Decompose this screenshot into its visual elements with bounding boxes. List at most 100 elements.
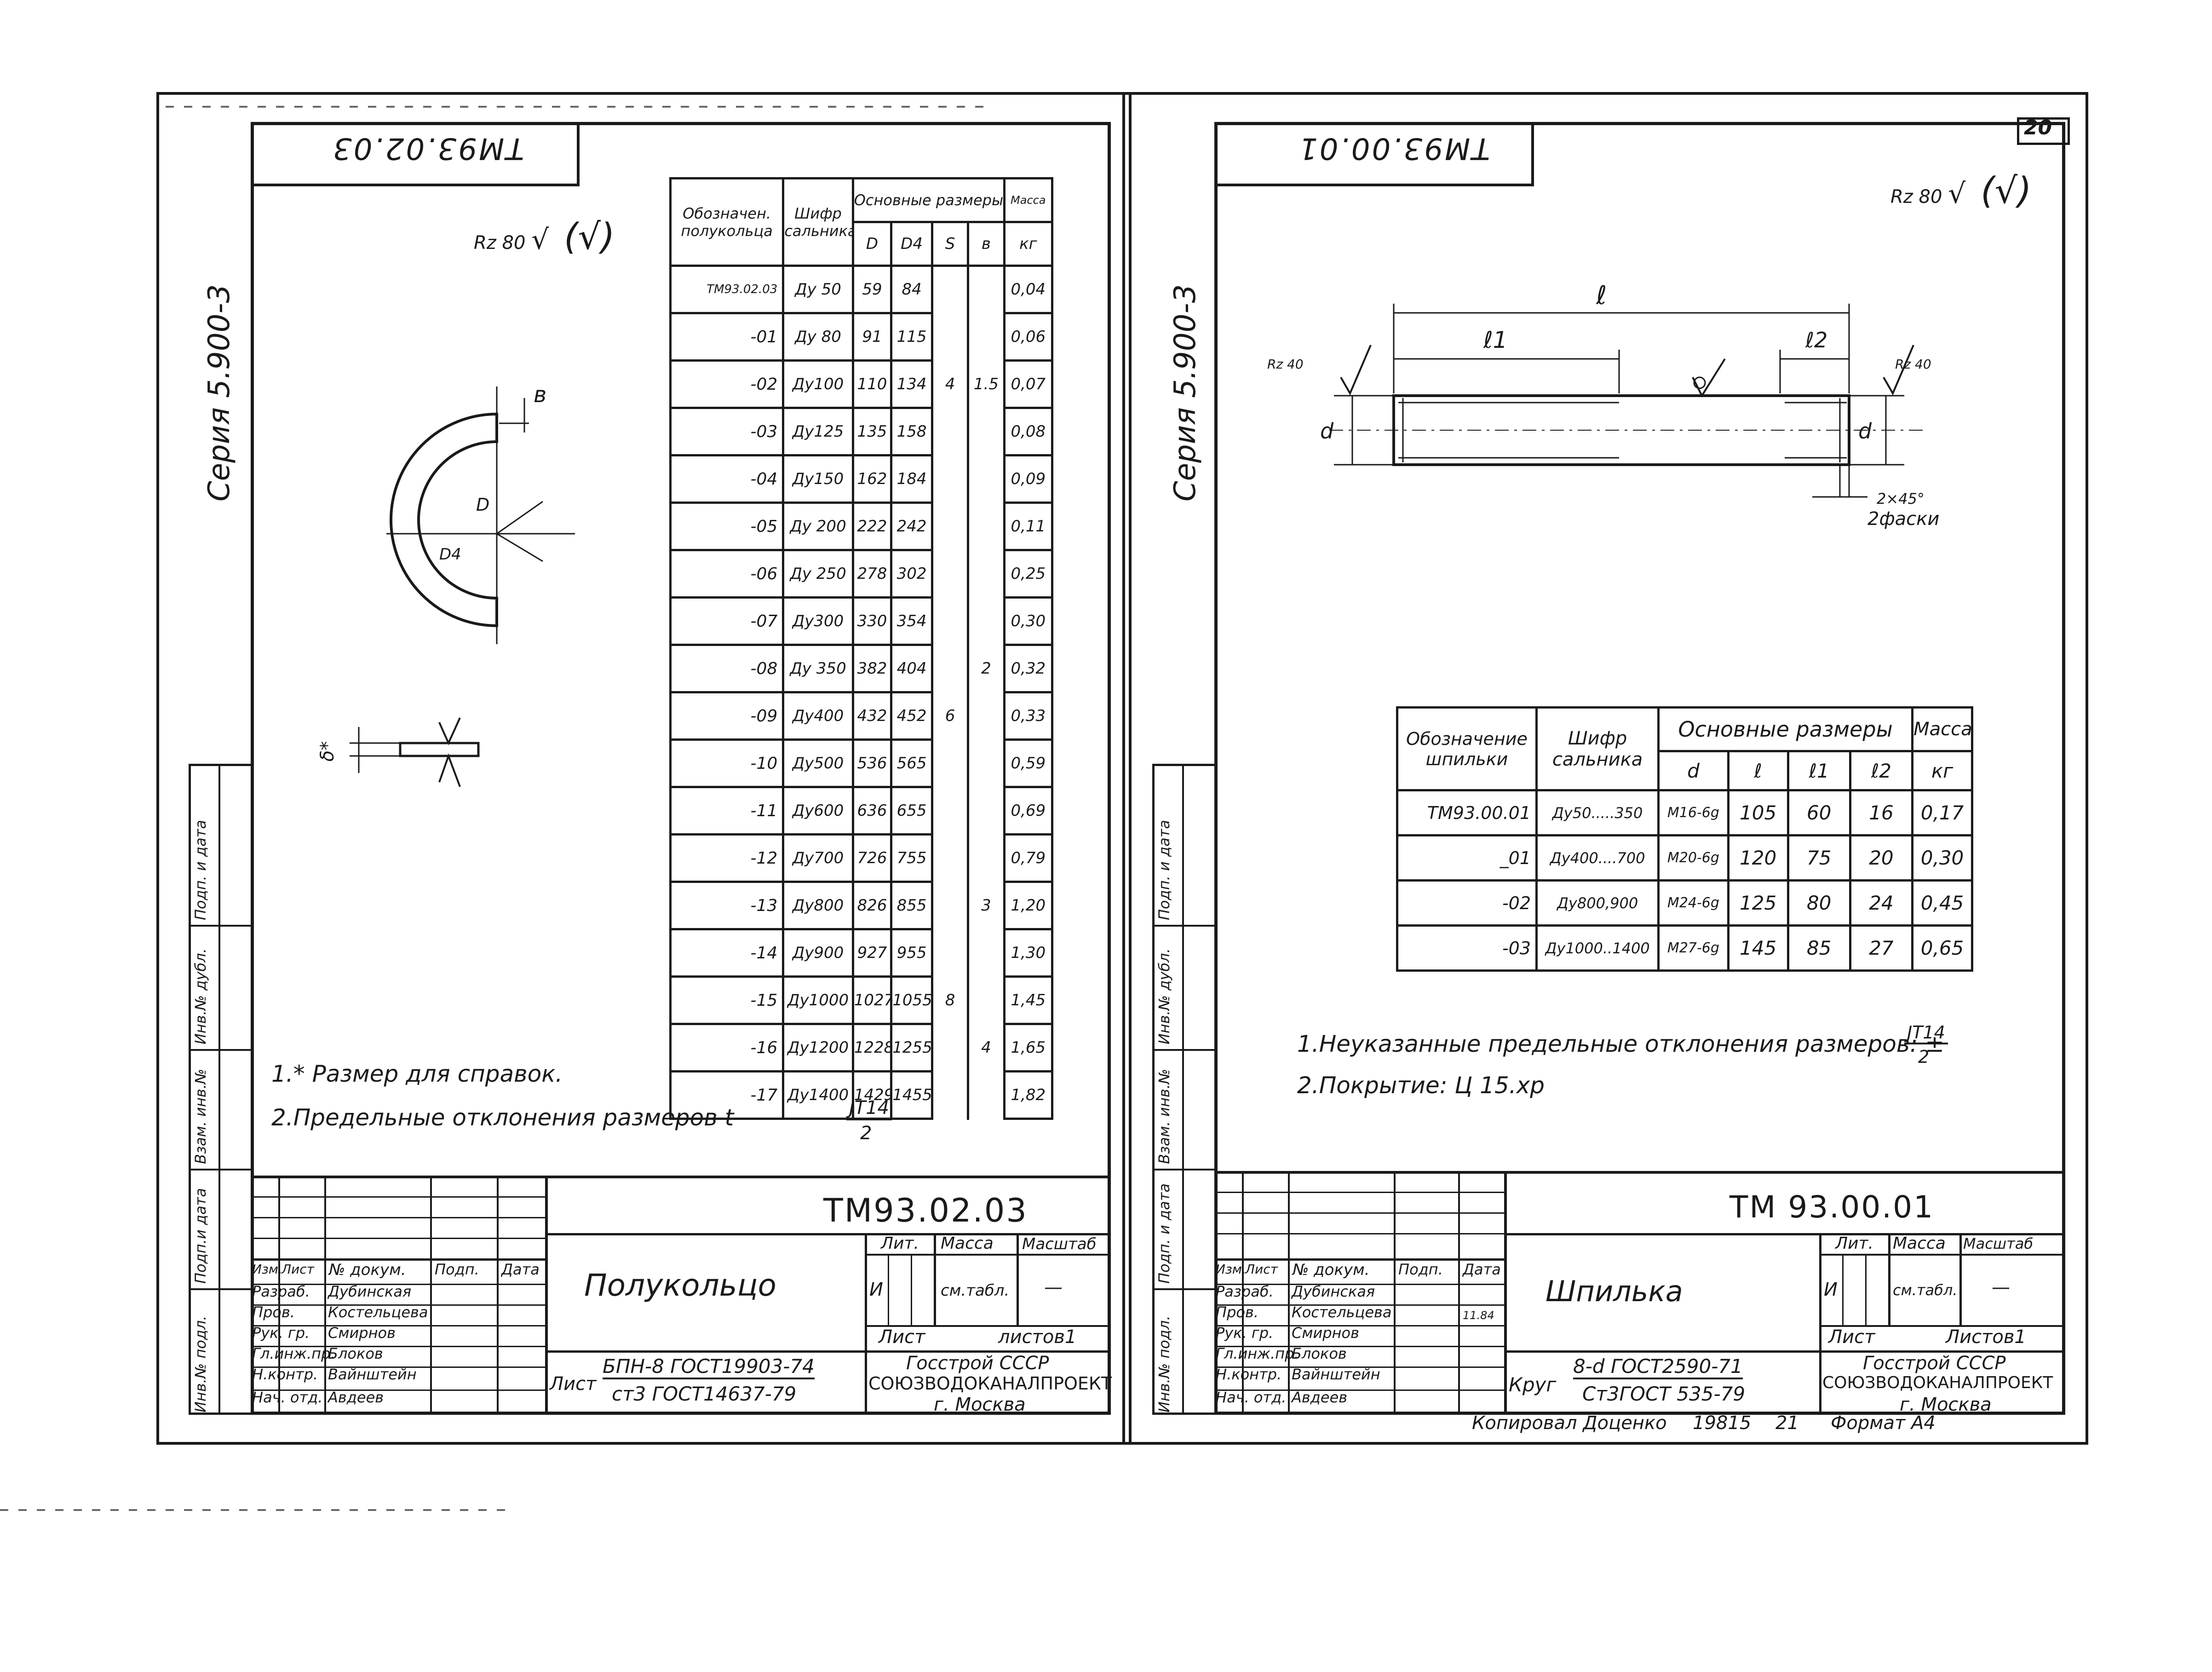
left-cell-m: 0,04: [1003, 265, 1054, 314]
left-dim-D4: D4: [439, 545, 461, 564]
left-cell-D: 1228: [851, 1023, 893, 1072]
left-stamp-person-name: Смирнов: [328, 1324, 396, 1342]
left-cell-cipher: Ду 50: [782, 265, 854, 314]
right-cell-l: 120: [1727, 834, 1789, 882]
right-cell-l2: 20: [1849, 834, 1914, 882]
right-cell-l1: 75: [1787, 834, 1851, 882]
left-cell-s: [931, 455, 970, 503]
left-stamp-org-2: СОЮЗВОДОКАНАЛПРОЕКТ: [868, 1373, 1112, 1394]
check-icon: √: [1948, 178, 1966, 210]
right-stamp-role: Нач. отд.: [1216, 1389, 1287, 1406]
left-stamp-lit-val: И: [869, 1279, 883, 1300]
left-stamp-head-podp: Подп.: [435, 1261, 479, 1278]
left-cell-D4: 184: [890, 454, 933, 504]
left-cell-s: [931, 502, 970, 550]
left-cell-des: -02: [669, 359, 785, 409]
left-cell-D4: 84: [890, 265, 933, 314]
left-cell-s: 6: [931, 692, 970, 740]
left-cell-m: 1,20: [1003, 881, 1054, 930]
left-cell-des: -14: [669, 928, 785, 978]
left-cell-des: -17: [669, 1070, 785, 1120]
right-dim-chamfer2: 2фаски: [1867, 508, 1940, 530]
right-th-l: ℓ: [1727, 750, 1789, 791]
right-cell-cipher: Ду400....700: [1535, 834, 1660, 882]
right-stamp-mass: Масса: [1893, 1234, 1946, 1253]
left-stamp-name: Полукольцо: [584, 1268, 776, 1303]
right-stamp-person-name: Блоков: [1292, 1345, 1347, 1362]
right-series-label: Серия 5.900-3: [1168, 284, 1202, 502]
left-cell-D: 110: [851, 359, 893, 409]
left-stamp-mass-val: см.табл.: [941, 1281, 1010, 1300]
right-cell-cipher: Ду50.....350: [1535, 789, 1660, 836]
left-cell-s: [931, 739, 970, 787]
left-cell-des: -03: [669, 407, 785, 456]
left-cell-b: [967, 787, 1005, 835]
right-cell-l: 125: [1727, 879, 1789, 927]
right-stamp-mass-val: см.табл.: [1893, 1281, 1958, 1299]
left-cell-cipher: Ду800: [782, 881, 854, 930]
left-stamp-person-name: Дубинская: [328, 1283, 412, 1300]
right-cell-d: М24-6g: [1657, 879, 1729, 927]
left-th-b: в: [967, 221, 1005, 267]
left-stamp-org-3: г. Москва: [934, 1394, 1026, 1415]
left-cell-D: 162: [851, 454, 893, 504]
left-cell-cipher: Ду100: [782, 359, 854, 409]
scan-dashes-top: [166, 106, 994, 108]
right-stamp-head-podp: Подп.: [1398, 1261, 1443, 1278]
left-stamp-mass: Масса: [941, 1234, 994, 1253]
left-cell-des: -13: [669, 881, 785, 930]
left-cell-cipher: Ду400: [782, 691, 854, 741]
right-stamp-role: Н.контр.: [1216, 1366, 1282, 1383]
right-th-designation: Обозначение шпильки: [1396, 706, 1538, 791]
right-cell-m: 0,17: [1911, 789, 1973, 836]
left-cell-s: 8: [931, 976, 970, 1024]
right-corner-code: ТМ93.00.01: [1297, 131, 1490, 165]
left-note-frac-top: JT14: [846, 1097, 892, 1120]
right-check-mark: (√): [1981, 170, 2032, 212]
left-cell-s: [931, 313, 970, 361]
left-cell-m: 0,33: [1003, 691, 1054, 741]
right-stamp-person-name: Вайнштейн: [1292, 1366, 1380, 1383]
left-stamp-scale: Масштаб: [1022, 1235, 1097, 1253]
left-cell-D4: 302: [890, 549, 933, 599]
left-cell-cipher: Ду 250: [782, 549, 854, 599]
left-corner-code-box: [253, 122, 580, 186]
left-th-cipher: Шифр сальника: [782, 177, 854, 267]
stud-drawing: [1329, 304, 1923, 498]
right-dim-d-left: d: [1320, 419, 1334, 444]
left-side-s3: Взам. инв.№: [192, 1068, 209, 1164]
right-cell-l1: 60: [1787, 789, 1851, 836]
left-stamp-role: Гл.инж.пр.: [252, 1345, 335, 1362]
right-cell-m: 0,30: [1911, 834, 1973, 882]
left-cell-D4: 404: [890, 644, 933, 693]
left-cell-cipher: Ду 80: [782, 312, 854, 362]
left-cell-b: [967, 976, 1005, 1024]
right-stamp-material-2: Ст3ГОСТ 535-79: [1582, 1383, 1746, 1405]
right-stamp-org-3: г. Москва: [1900, 1394, 1992, 1415]
left-cell-cipher: Ду300: [782, 596, 854, 646]
left-cell-b: 4: [967, 1024, 1005, 1072]
right-cell-l2: 27: [1849, 924, 1914, 972]
left-cell-D4: 565: [890, 738, 933, 788]
right-cell-d: М27-6g: [1657, 924, 1729, 972]
left-cell-m: 1,65: [1003, 1023, 1054, 1072]
right-note-frac-top: JT14: [1904, 1022, 1948, 1044]
right-sheet-frame: [1122, 92, 2088, 1445]
right-dim-l: ℓ: [1596, 281, 1607, 311]
right-stamp-person-name: Костельцева: [1292, 1303, 1392, 1321]
left-cell-D4: 1255: [890, 1023, 933, 1072]
left-cell-cipher: Ду 350: [782, 644, 854, 693]
section-detail: [350, 717, 480, 787]
left-cell-D: 726: [851, 833, 893, 883]
right-th-main-dims: Основные размеры: [1657, 706, 1914, 752]
left-roughness-mark: Rz 80 √ (√): [474, 216, 615, 258]
left-cell-des: -04: [669, 454, 785, 504]
right-cell-des: ТМ93.00.01: [1396, 789, 1538, 836]
